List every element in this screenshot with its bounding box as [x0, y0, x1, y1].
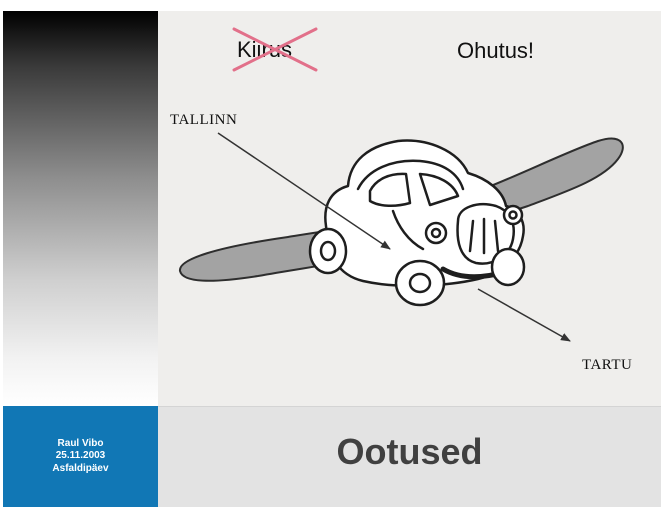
author-info-box: Raul Vibo 25.11.2003 Asfaldipäev [3, 406, 158, 507]
arrow-icon [217, 132, 391, 250]
city-label-end: TARTU [582, 357, 632, 373]
slide-title: Ootused [336, 431, 483, 472]
event-name: Asfaldipäev [52, 462, 109, 474]
cross-out-mark-icon [232, 27, 318, 72]
slide: Raul Vibo 25.11.2003 Asfaldipäev Kiirus … [3, 11, 661, 507]
arrow-icon [477, 288, 571, 342]
safety-heading: Ohutus! [457, 38, 534, 63]
footer-bar: Ootused [158, 406, 661, 507]
city-label-start: TALLINN [170, 112, 237, 128]
presentation-date: 25.11.2003 [55, 450, 106, 462]
car-illustration-icon [308, 139, 526, 307]
crossed-out-word: Kiirus [237, 37, 292, 62]
sidebar-gradient [3, 11, 158, 406]
main-content: Kiirus Ohutus! TALLINN TARTU [158, 11, 661, 406]
author-name: Raul Vibo [57, 437, 104, 449]
illustration-canvas: Kiirus Ohutus! TALLINN TARTU [170, 27, 632, 373]
